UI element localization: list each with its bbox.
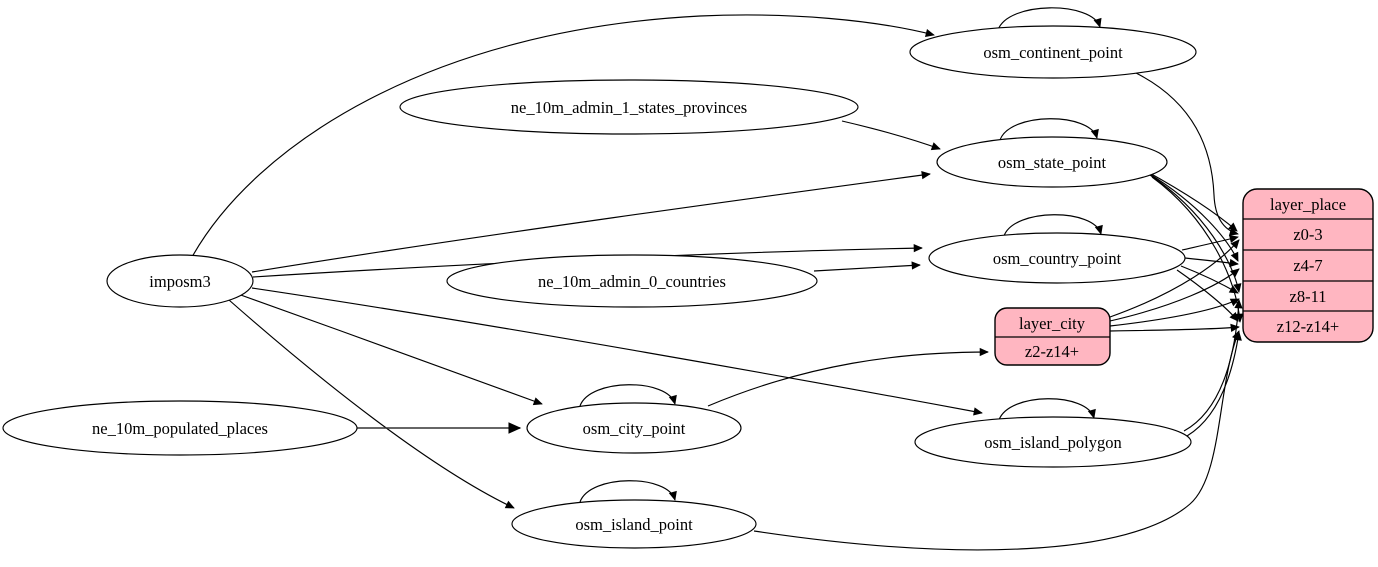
edge-state-z4-7 [1147,172,1239,262]
edge-country-z8-11 [1180,265,1239,294]
ne1-shape [399,79,859,135]
self-loop-osm-city-point [579,384,677,407]
self-loop-osm-island-point [579,480,677,503]
city-shape [526,402,742,454]
node-ne-10m-populated-places: ne_10m_populated_places [2,400,358,456]
self-loop-osm-island-polygon [998,398,1096,421]
layer-place-box [1242,188,1374,343]
self-loop-osm-country-point [1003,214,1103,237]
imposm3-shape [106,254,254,308]
self-loop-osm-state-point [999,118,1099,141]
node-osm-country-point: osm_country_point [928,232,1186,284]
edge-layer-city-z0-3 [1109,239,1240,318]
edge-state-z8-11 [1149,174,1242,293]
node-layer-city: layer_city z2-z14+ [994,307,1111,366]
layer-place-row-z12-z14: z12-z14+ [1277,317,1339,336]
ne0-label: ne_10m_admin_0_countries [538,272,726,291]
island-point-label: osm_island_point [575,515,693,534]
edge-country-z12-z14 [1176,269,1239,322]
edge-continent-z0-3 [1135,72,1239,236]
edge-country-z0-3 [1181,234,1239,251]
node-osm-continent-point: osm_continent_point [909,25,1197,79]
layer-place-row-z4-7: z4-7 [1293,256,1322,275]
node-osm-city-point: osm_city_point [526,402,742,454]
node-imposm3: imposm3 [106,254,254,308]
edge-layer-city-z8-11 [1109,298,1240,327]
edge-ne0-osm-country-point [813,261,921,272]
ne0-shape [446,254,818,308]
edge-island-point-z12-z14 [753,330,1240,551]
edge-layer-city-z4-7 [1109,268,1240,322]
island-point-shape [511,499,757,549]
layer-city-title: layer_city [1019,314,1086,333]
layer-place-title: layer_place [1270,195,1346,214]
node-osm-island-polygon: osm_island_polygon [914,416,1192,468]
edge-layer [191,7,1244,551]
edge-imposm3-osm-city-point [237,293,543,406]
edge-imposm3-osm-island-point [228,299,515,509]
state-label: osm_state_point [998,153,1107,172]
ne1-label: ne_10m_admin_1_states_provinces [511,98,747,117]
layer-place-row-z8-11: z8-11 [1290,287,1327,306]
edge-country-z4-7 [1184,257,1239,268]
island-polygon-shape [914,416,1192,468]
node-osm-state-point: osm_state_point [936,136,1168,188]
node-layer-place: layer_place z0-3 z4-7 z8-11 z12-z14+ [1242,188,1374,343]
self-loop-osm-continent-point [997,7,1102,31]
node-osm-island-point: osm_island_point [511,499,757,549]
edge-ne1-osm-state-point [841,120,941,151]
edge-layer-city-z12-z14 [1109,323,1240,332]
layer-place-row-z0-3: z0-3 [1293,225,1322,244]
nep-shape [2,400,358,456]
state-shape [936,136,1168,188]
edge-state-z0-3 [1145,170,1238,232]
continent-label: osm_continent_point [983,43,1123,62]
country-label: osm_country_point [993,249,1122,268]
edge-city-layer-city [707,347,989,407]
node-ne-10m-admin-0-countries: ne_10m_admin_0_countries [446,254,818,308]
layer-city-row-z2-z14: z2-z14+ [1025,342,1079,361]
island-polygon-label: osm_island_polygon [984,433,1122,452]
edge-island-polygon-z12-z14 [1186,331,1242,437]
country-shape [928,232,1186,284]
nep-label: ne_10m_populated_places [92,419,268,438]
node-ne-10m-admin-1-states-provinces: ne_10m_admin_1_states_provinces [399,79,859,135]
city-label: osm_city_point [583,419,686,438]
edge-imposm3-osm-state-point [251,171,931,273]
imposm3-label: imposm3 [149,272,210,291]
continent-shape [909,25,1197,79]
edge-imposm3-osm-island-polygon [251,287,983,416]
edge-imposm3-osm-continent-point [191,14,935,258]
edge-island-polygon-z8-11 [1183,299,1243,432]
